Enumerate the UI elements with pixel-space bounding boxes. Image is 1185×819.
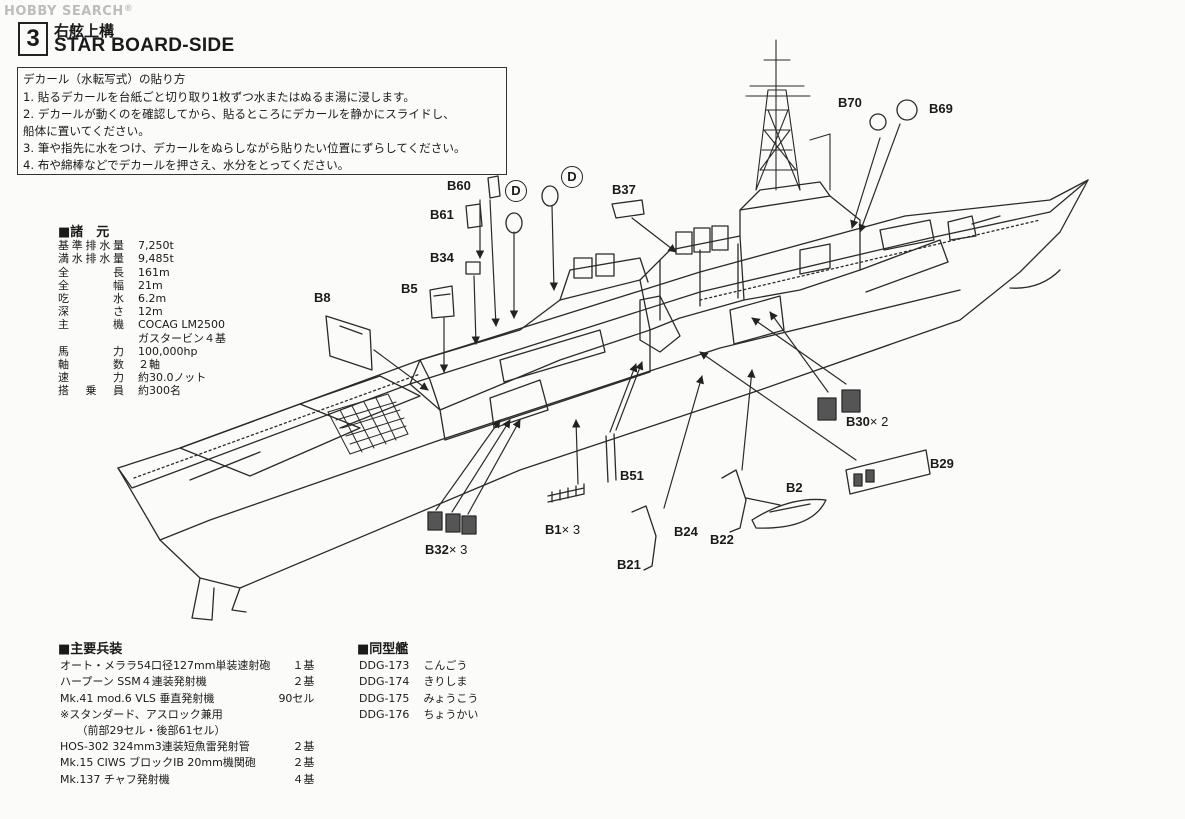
- label-b29: B29: [930, 456, 954, 471]
- small-parts: [429, 99, 918, 319]
- part-b8-drawing: [325, 315, 373, 371]
- step-number: 3: [18, 22, 48, 56]
- instruction-line: 4. 布や綿棒などでデカールを押さえ、水分をとってください。: [23, 158, 350, 172]
- label-b5: B5: [401, 281, 418, 296]
- label-b37: B37: [612, 182, 636, 197]
- part-b1-drawing: [547, 483, 585, 503]
- instructions-title: デカール（水転写式）の貼り方: [23, 72, 186, 86]
- label-b70: B70: [838, 95, 862, 110]
- label-b34: B34: [430, 250, 454, 265]
- label-b69: B69: [929, 101, 953, 116]
- label-b51: B51: [620, 468, 644, 483]
- label-b21: B21: [617, 557, 641, 572]
- instruction-line: 船体に置いてください。: [23, 124, 150, 138]
- step-title-jp: 右舷上構: [54, 22, 115, 40]
- helicopter-deck: [179, 375, 421, 481]
- armament-row: （前部29セル・後部61セル）: [60, 724, 226, 738]
- boat-davit-parts: [631, 469, 827, 571]
- label-b22: B22: [710, 532, 734, 547]
- label-b61: B61: [430, 207, 454, 222]
- lattice-mast: [745, 39, 831, 191]
- vls-grid: [327, 393, 409, 455]
- part-b51-drawing: [605, 433, 617, 483]
- label-b8: B8: [314, 290, 331, 305]
- funnels: [573, 225, 729, 279]
- instruction-line: 1. 貼るデカールを台紙ごと切り取り1枚ずつ水またはぬるま湯に浸します。: [23, 90, 415, 104]
- label-b24: B24: [674, 524, 698, 539]
- label-b30: B30× 2: [846, 414, 889, 429]
- mid-superstructure: [639, 235, 745, 353]
- armament-heading: ■主要兵装: [58, 642, 123, 657]
- label-b32: B32× 3: [425, 542, 468, 557]
- spec-row: 速力約30.0ノット: [58, 371, 207, 385]
- assembly-arrows: [373, 123, 901, 515]
- forward-gun: [879, 215, 1001, 251]
- label-b60: B60: [447, 178, 471, 193]
- bridge-block: [729, 181, 949, 345]
- decal-instructions: デカール（水転写式）の貼り方 1. 貼るデカールを台紙ごと切り取り1枚ずつ水また…: [17, 67, 507, 175]
- decal-d-marker: D: [505, 180, 527, 202]
- instruction-line: 3. 筆や指先に水をつけ、デカールをぬらしながら貼りたい位置にずらしてください。: [23, 141, 466, 155]
- decal-patches: [427, 389, 931, 535]
- decal-d-marker: D: [561, 166, 583, 188]
- sister-ships-heading: ■同型艦: [357, 642, 409, 657]
- specs-heading: ■諸 元: [58, 225, 110, 240]
- instruction-line: 2. デカールが動くのを確認してから、貼るところにデカールを静かにスライドし、: [23, 107, 455, 121]
- aft-superstructure: [409, 257, 651, 441]
- spec-row: ガスタービン４基: [138, 331, 226, 345]
- spec-row: 搭乗員約300名: [58, 384, 181, 398]
- label-b2: B2: [786, 480, 803, 495]
- step-title-en: STAR BOARD-SIDE: [54, 35, 235, 56]
- watermark: HOBBY SEARCH®: [4, 4, 134, 19]
- label-b1: B1× 3: [545, 522, 581, 537]
- armament-row: ※スタンダード、アスロック兼用: [60, 707, 223, 721]
